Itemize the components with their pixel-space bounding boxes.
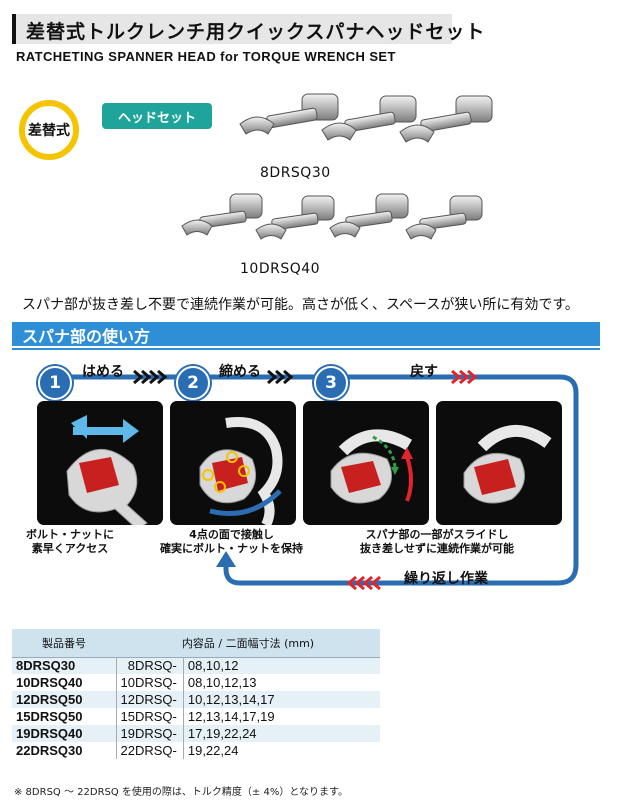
spanner-head-icon xyxy=(239,93,339,135)
step-1-image xyxy=(37,401,163,525)
title-bar: 差替式トルクレンチ用クイックスパナヘッドセット xyxy=(12,14,484,44)
product-code: 12DRSQ50 xyxy=(12,691,117,708)
step-1-note: ボルト・ナットに 素早くアクセス xyxy=(26,528,114,555)
spanner-head-icon xyxy=(255,195,335,240)
product-code: 19DRSQ40 xyxy=(12,725,117,742)
spanner-head-icon xyxy=(399,95,493,143)
page-title: 差替式トルクレンチ用クイックスパナヘッドセット xyxy=(26,21,486,43)
step-2-image xyxy=(170,401,296,525)
step-3-image xyxy=(303,401,429,525)
set-badge: ヘッドセット xyxy=(102,103,212,129)
spanner-head-icon xyxy=(181,193,263,236)
column-header-code: 製品番号 xyxy=(12,629,116,658)
product-code: 10DRSQ40 xyxy=(12,674,117,691)
column-header-contents: 内容品 / 二面幅寸法 (mm) xyxy=(116,629,380,658)
repeat-label: 繰り返し作業 xyxy=(404,571,488,587)
footnote: ※ 8DRSQ ～ 22DRSQ を使用の際は、トルク精度（± 4%）となります… xyxy=(14,787,349,798)
content-sizes: 12,13,14,17,19 xyxy=(187,709,275,724)
step-label-1: はめる xyxy=(82,364,124,380)
table-row: 12DRSQ50 12DRSQ- 10,12,13,14,17 xyxy=(12,691,380,708)
content-prefix: 15DRSQ- xyxy=(116,708,184,725)
step-number-1: 1 xyxy=(38,366,72,400)
repeat-chevrons-icon xyxy=(346,575,381,591)
product-code: 22DRSQ30 xyxy=(12,742,117,759)
chevrons-icon xyxy=(133,369,478,385)
step-3-note: スパナ部の一部がスライドし 抜き差しせずに連続作業が可能 xyxy=(360,528,514,555)
step-number-3: 3 xyxy=(314,366,348,400)
content-sizes: 10,12,13,14,17 xyxy=(183,691,380,708)
loop-arrowhead xyxy=(216,551,236,567)
content-prefix: 19DRSQ- xyxy=(116,725,184,742)
step-4-image xyxy=(436,401,562,525)
content-prefix: 22DRSQ- xyxy=(116,742,184,759)
product-code: 8DRSQ30 xyxy=(12,657,117,674)
table-row: 15DRSQ50 15DRSQ- 12,13,14,17,19 xyxy=(12,708,380,725)
section-title: スパナ部の使い方 xyxy=(22,327,151,346)
content-prefix: 12DRSQ- xyxy=(116,691,184,708)
table-row: 19DRSQ40 19DRSQ- 17,19,22,24 xyxy=(12,725,380,742)
table-row: 10DRSQ40 10DRSQ- 08,10,12,13 xyxy=(12,674,380,691)
content-sizes: 08,10,12,13 xyxy=(187,675,257,690)
set-code-label: 8DRSQ30 xyxy=(260,165,331,181)
spanner-head-set-image xyxy=(239,93,493,143)
step-number-2: 2 xyxy=(176,366,210,400)
content-sizes: 08,10,12 xyxy=(183,657,380,674)
spanner-head-set-image xyxy=(181,193,483,240)
content-sizes: 17,19,22,24 xyxy=(183,725,380,742)
product-code: 15DRSQ50 xyxy=(12,708,117,725)
step-2-note: 4点の面で接触し 確実にボルト・ナットを保持 xyxy=(160,528,303,555)
table-row: 8DRSQ30 8DRSQ- 08,10,12 xyxy=(12,657,380,674)
description-text: スパナ部が抜き差し不要で連続作業が可能。高さが低く、スペースが狭い所に有効です。 xyxy=(22,297,579,313)
content-prefix: 8DRSQ- xyxy=(116,657,184,674)
content-sizes: 19,22,24 xyxy=(187,743,239,758)
divider xyxy=(12,348,600,350)
content-prefix: 10DRSQ- xyxy=(116,674,184,691)
spanner-head-icon xyxy=(321,95,417,141)
arrow-left-icon xyxy=(73,419,139,443)
table-row: 22DRSQ30 22DRSQ- 19,22,24 xyxy=(12,742,380,759)
type-badge: 差替式 xyxy=(19,100,79,160)
step-label-3: 戻す xyxy=(410,364,438,380)
spanner-head-icon xyxy=(405,195,483,240)
section-header: スパナ部の使い方 xyxy=(12,322,600,346)
page-subtitle: RATCHETING SPANNER HEAD for TORQUE WRENC… xyxy=(16,49,396,64)
spanner-head-icon xyxy=(329,193,409,238)
step-label-2: 締める xyxy=(219,364,261,380)
set-code-label: 10DRSQ40 xyxy=(240,261,321,277)
product-table: 製品番号 内容品 / 二面幅寸法 (mm) 8DRSQ30 8DRSQ- 08,… xyxy=(12,629,380,759)
